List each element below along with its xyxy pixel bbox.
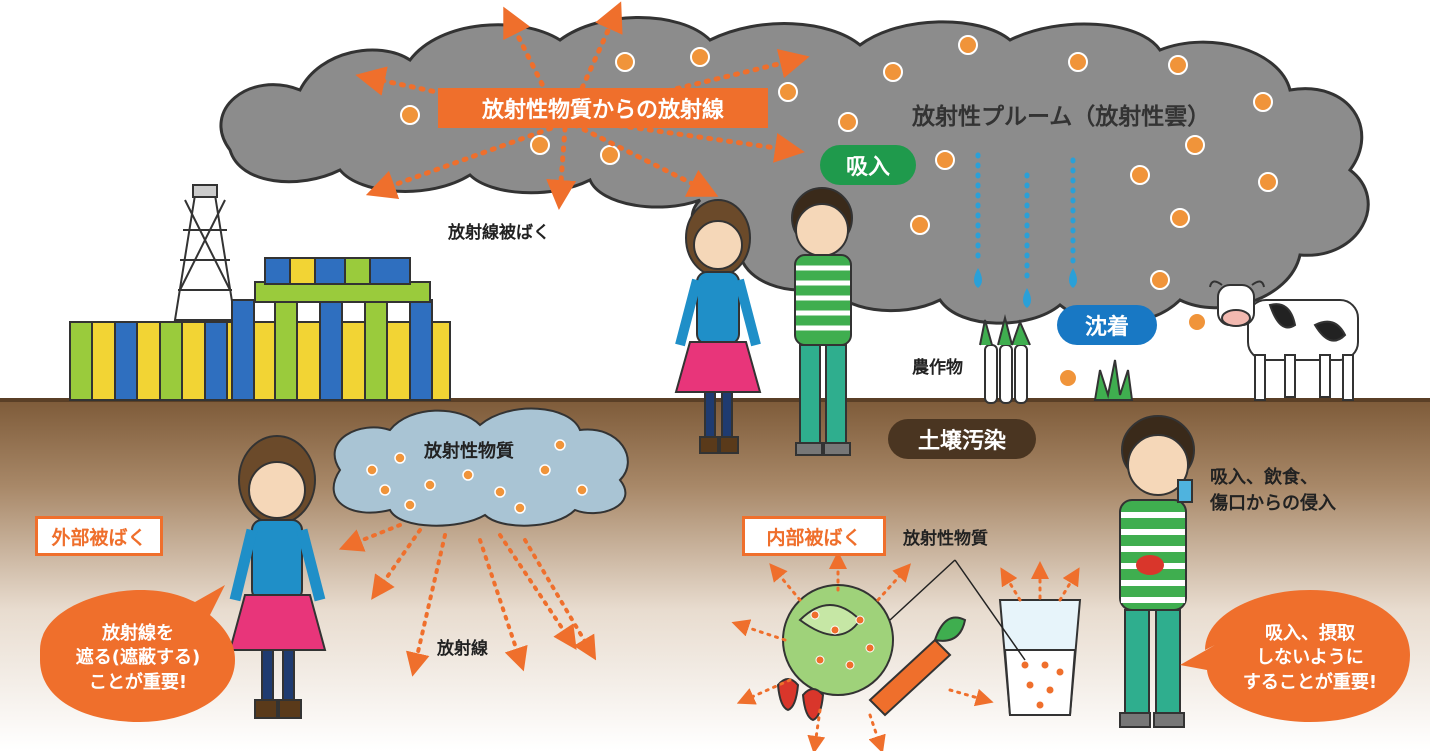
intake-routes-line-2: 傷口からの侵入 bbox=[1210, 493, 1336, 515]
intake-routes-line-1: 吸入、飲食、 bbox=[1210, 467, 1318, 488]
external-exposure-tag: 外部被ばく bbox=[35, 516, 163, 556]
internal-advice-line-3: することが重要! bbox=[1242, 671, 1378, 693]
crops-label: 農作物 bbox=[912, 358, 963, 378]
radiation-exposure-label: 放射線被ばく bbox=[448, 223, 550, 243]
power-plant bbox=[69, 184, 451, 401]
plume-label: 放射性プルーム（放射性雲） bbox=[912, 104, 1211, 130]
internal-advice-bubble-shape bbox=[1180, 590, 1410, 722]
food-radiation-arrows bbox=[731, 551, 1080, 751]
ground-substance-cloud bbox=[332, 407, 629, 527]
pointer-lines bbox=[889, 559, 1026, 661]
external-advice-line-3: ことが重要! bbox=[88, 671, 188, 693]
intake-routes-label: 吸入、飲食、 傷口からの侵入 bbox=[1210, 465, 1336, 517]
soil-contamination-badge: 土壌汚染 bbox=[888, 419, 1036, 459]
crops-illustration bbox=[979, 314, 1134, 404]
external-advice-line-1: 放射線を bbox=[102, 623, 174, 644]
external-advice-bubble: 放射線を 遮る(遮蔽する) ことが重要! bbox=[48, 622, 228, 695]
internal-advice-bubble: 吸入、摂取 しないように することが重要! bbox=[1212, 622, 1408, 695]
girl-figure-top bbox=[674, 199, 762, 454]
ground-substance-label: 放射性物質 bbox=[424, 441, 514, 462]
deposition-badge: 沈着 bbox=[1057, 305, 1157, 345]
cow-illustration bbox=[1209, 280, 1359, 401]
rain-drops bbox=[975, 152, 1076, 288]
girl-figure-bottom bbox=[228, 435, 327, 719]
food-substance-label: 放射性物質 bbox=[903, 529, 988, 549]
ground-radiation-arrows bbox=[338, 523, 597, 677]
external-advice-line-2: 遮る(遮蔽する) bbox=[75, 647, 201, 669]
inhalation-badge: 吸入 bbox=[820, 145, 916, 185]
internal-advice-line-1: 吸入、摂取 bbox=[1265, 623, 1355, 644]
radioactive-particles bbox=[400, 35, 1278, 388]
boy-figure-top bbox=[791, 187, 853, 456]
title-banner: 放射性物質からの放射線 bbox=[438, 88, 768, 128]
external-advice-bubble-shape bbox=[40, 585, 235, 722]
internal-advice-line-2: しないように bbox=[1256, 647, 1364, 669]
contaminated-food bbox=[776, 584, 967, 722]
contaminated-water-glass bbox=[998, 599, 1082, 716]
boy-figure-bottom bbox=[1119, 415, 1195, 728]
internal-exposure-tag: 内部被ばく bbox=[742, 516, 886, 556]
radiation-label: 放射線 bbox=[437, 639, 488, 659]
